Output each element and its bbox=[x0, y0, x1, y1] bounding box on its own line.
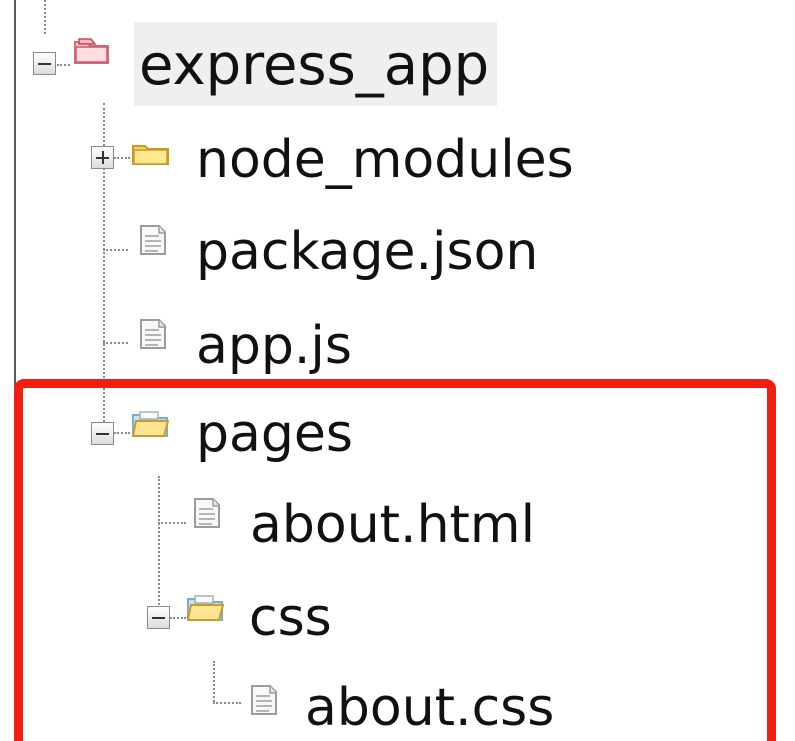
tree-guide-line bbox=[103, 103, 105, 442]
tree-item-label: css bbox=[249, 588, 332, 648]
folder-yellow-icon bbox=[132, 145, 169, 165]
tree-item-label: app.js bbox=[196, 316, 352, 376]
tree-item-label: about.css bbox=[305, 678, 555, 738]
tree-item-label: node_modules bbox=[196, 130, 574, 190]
tree-guide-line bbox=[57, 64, 70, 66]
tree-guide-line bbox=[103, 342, 128, 344]
selected-row-background bbox=[134, 22, 497, 106]
tree-guide-line bbox=[103, 249, 128, 251]
folder-open-blue-icon bbox=[131, 411, 170, 437]
document-icon bbox=[140, 225, 166, 255]
tree-item-label: pages bbox=[196, 404, 353, 464]
document-icon bbox=[140, 319, 166, 349]
tree-guide-line bbox=[170, 617, 186, 619]
folder-red-icon bbox=[74, 38, 109, 64]
tree-item-label: express_app bbox=[139, 33, 490, 98]
tree-row-node-modules[interactable]: node_modules bbox=[0, 116, 795, 198]
tree-row-express-app[interactable]: express_app bbox=[0, 23, 795, 105]
tree-row-about-css[interactable]: about.css bbox=[0, 663, 795, 741]
tree-row-package-json[interactable]: package.json bbox=[0, 208, 795, 290]
collapse-toggle[interactable] bbox=[147, 606, 170, 629]
document-icon bbox=[194, 498, 220, 528]
tree-item-label: package.json bbox=[196, 222, 539, 282]
tree-row-about-html[interactable]: about.html bbox=[0, 481, 795, 563]
tree-guide-line bbox=[114, 157, 130, 159]
collapse-toggle[interactable] bbox=[33, 52, 56, 75]
folder-open-blue-icon bbox=[186, 595, 225, 621]
tree-guide-line bbox=[213, 702, 241, 704]
collapse-toggle[interactable] bbox=[91, 422, 114, 445]
tree-guide-line bbox=[114, 432, 130, 434]
tree-item-label: about.html bbox=[250, 495, 536, 555]
tree-row-app-js[interactable]: app.js bbox=[0, 302, 795, 384]
tree-guide-line bbox=[158, 522, 186, 524]
tree-guide-line bbox=[44, 0, 46, 34]
expand-toggle[interactable] bbox=[91, 146, 114, 169]
tree-left-border bbox=[14, 0, 16, 741]
tree-guide-line bbox=[213, 661, 215, 702]
tree-guide-line bbox=[158, 476, 160, 617]
tree-row-pages[interactable]: pages bbox=[0, 392, 795, 474]
document-icon bbox=[251, 685, 277, 715]
tree-row-css[interactable]: css bbox=[0, 576, 795, 658]
